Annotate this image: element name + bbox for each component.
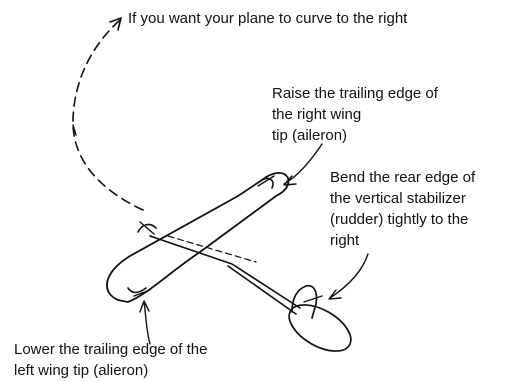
- label-lower-left-aileron: Lower the trailing edge of the left wing…: [14, 341, 208, 379]
- pointer-right-aileron: [283, 143, 323, 186]
- right-aileron: [257, 175, 275, 189]
- curve-arrow: [72, 17, 144, 211]
- main-wing: [106, 172, 290, 303]
- wing-centerline: [167, 235, 257, 263]
- pointer-left-aileron: [139, 300, 151, 345]
- label-raise-right-aileron: Raise the trailing edge of the right win…: [272, 85, 438, 144]
- left-aileron: [127, 287, 151, 297]
- vertical-stabilizer: [291, 284, 323, 319]
- pointer-rudder: [328, 253, 369, 300]
- label-bend-rudder: Bend the rear edge of the vertical stabi…: [330, 169, 476, 249]
- horizontal-stabilizer: [288, 304, 352, 352]
- label-curve-right: If you want your plane to curve to the r…: [128, 10, 408, 27]
- fuselage: [137, 221, 301, 315]
